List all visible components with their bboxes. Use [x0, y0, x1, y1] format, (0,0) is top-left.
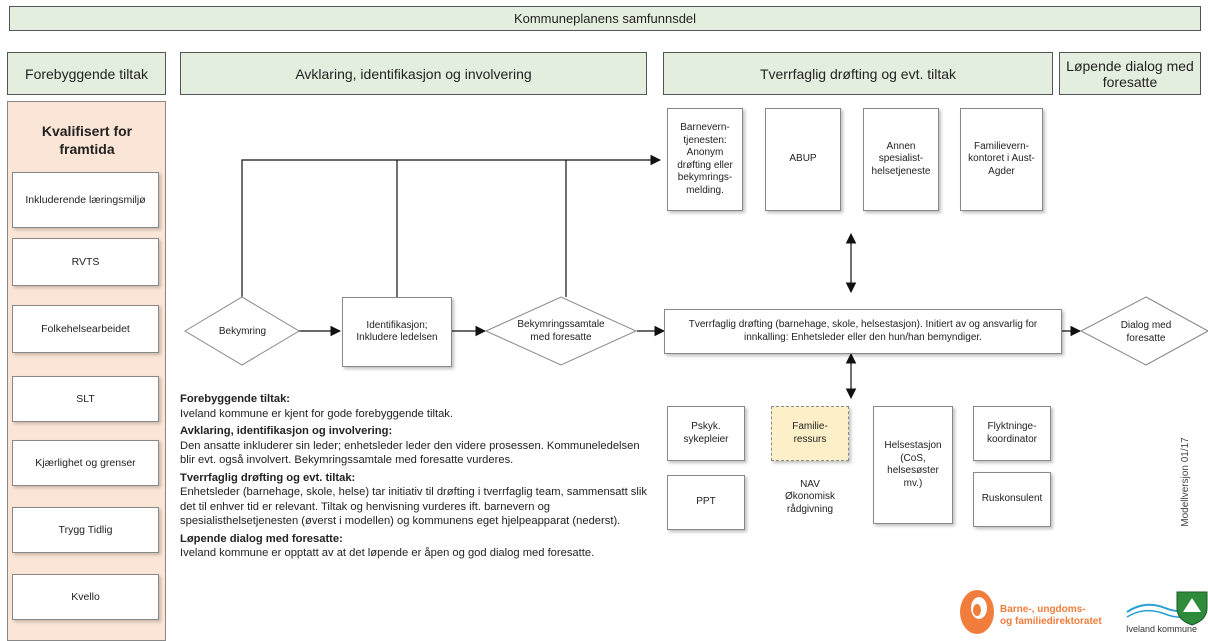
familievern-box: Familievern-kontoret i Aust-Agder	[960, 108, 1043, 211]
diamond-dialog	[1079, 296, 1208, 366]
left-item-laeringsmiljo: Inkluderende læringsmiljø	[12, 172, 159, 228]
desc-title-avklaring: Avklaring, identifikasjon og involvering…	[180, 425, 393, 437]
line-bekymring-top	[241, 154, 662, 297]
diamond-bekymring	[184, 296, 300, 366]
header-dialog: Løpende dialog med foresatte	[1059, 52, 1201, 95]
left-item-trygg-tidlig: Trygg Tidlig	[12, 507, 159, 553]
bufdir-logo-icon	[960, 590, 994, 634]
samtale-label: Bekymringssamtale med foresatte	[517, 319, 605, 343]
psyk-box: Pskyk. sykepleier	[667, 406, 745, 461]
bufdir-line1: Barne-, ungdoms-	[1000, 604, 1086, 615]
description-block: Forebyggende tiltak: Iveland kommune er …	[180, 392, 655, 561]
desc-text-tverrfaglig: Enhetsleder (barnehage, skole, helse) ta…	[180, 486, 647, 527]
left-item-slt: SLT	[12, 376, 159, 422]
desc-title-forebyggende: Forebyggende tiltak:	[180, 393, 291, 405]
header-forebyggende: Forebyggende tiltak	[7, 52, 166, 95]
dialog-label: Dialog med foresatte	[1120, 320, 1172, 344]
desc-title-dialog: Løpende dialog med foresatte:	[180, 532, 343, 545]
desc-text-dialog: Iveland kommune er opptatt av at det løp…	[180, 547, 595, 559]
bekymring-label: Bekymring	[218, 325, 267, 337]
desc-text-forebyggende: Iveland kommune er kjent for gode foreby…	[180, 407, 454, 420]
diamond-samtale	[484, 296, 638, 366]
spesialisthelse-box: Annen spesialist-helsetjeneste	[863, 108, 939, 211]
iveland-logo-text: Iveland kommune	[1126, 624, 1198, 634]
barnevern-box: Barnevern-tjenesten: Anonym drøfting ell…	[667, 108, 743, 211]
iveland-logo-icon	[1126, 591, 1208, 626]
top-banner: Kommuneplanens samfunnsdel	[9, 6, 1201, 31]
bufdir-line2: og familiedirektoratet	[1000, 616, 1102, 627]
left-item-rvts: RVTS	[12, 238, 159, 286]
identifikasjon-box: Identifikasjon; Inkludere ledelsen	[342, 297, 452, 367]
bufdir-logo-text: Barne-, ungdoms- og familiedirektoratet	[1000, 604, 1102, 628]
desc-title-tverrfaglig: Tverrfaglig drøfting og evt. tiltak:	[180, 471, 356, 484]
droefting-box: Tverrfaglig drøfting (barnehage, skole, …	[664, 309, 1062, 354]
left-item-folkehelse: Folkehelsearbeidet	[12, 305, 159, 353]
ppt-box: PPT	[667, 475, 745, 530]
nav-label: NAV Økonomisk rådgivning	[771, 470, 849, 525]
left-item-kjaerlighet: Kjærlighet og grenser	[12, 440, 159, 486]
desc-text-avklaring: Den ansatte inkluderer sin leder; enhets…	[180, 439, 640, 467]
familieressurs-box: Familie-ressurs	[771, 406, 849, 461]
left-panel-title: Kvalifisert for framtida	[41, 123, 133, 157]
version-label: Modellversjon 01/17	[1180, 437, 1191, 527]
abup-box: ABUP	[765, 108, 841, 211]
header-tverrfaglig: Tverrfaglig drøfting og evt. tiltak	[663, 52, 1053, 95]
header-avklaring: Avklaring, identifikasjon og involvering	[180, 52, 647, 95]
flyktning-box: Flyktninge-koordinator	[973, 406, 1051, 461]
left-item-kvello: Kvello	[12, 574, 159, 620]
rus-box: Ruskonsulent	[973, 472, 1051, 527]
helsestasjon-box: Helsestasjon (CoS, helsesøster mv.)	[873, 406, 953, 524]
